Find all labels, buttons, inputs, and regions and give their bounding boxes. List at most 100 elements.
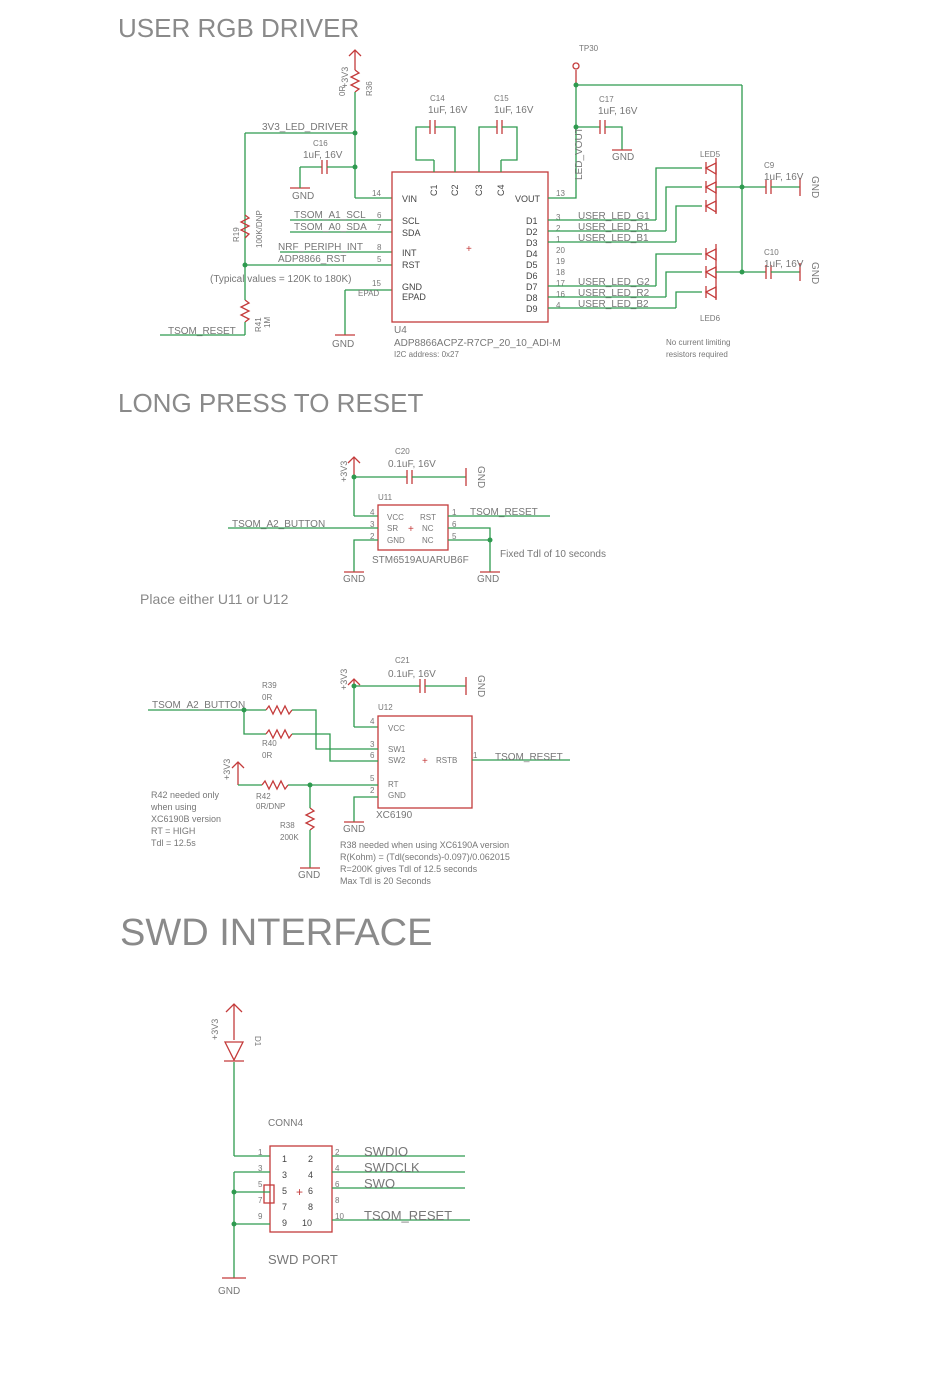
u4-pin-scl-num: 6 — [377, 211, 382, 220]
note-r42-line4: RT = HIGH — [151, 826, 195, 836]
net-tsom-a1-scl: TSOM_A1_SCL — [294, 210, 366, 221]
u4-pin-d9-num: 4 — [556, 301, 561, 310]
conn4-pin5: 5 — [282, 1186, 287, 1196]
note-r38-line3: R=200K gives Tdl of 12.5 seconds — [340, 864, 478, 874]
note-r38-line4: Max Tdl is 20 Seconds — [340, 876, 431, 886]
u11-pin3-num: 3 — [370, 520, 375, 529]
u4-pin-epad: EPAD — [402, 292, 426, 302]
net-adp8866-rst: ADP8866_RST — [278, 254, 346, 265]
c17-label: C17 — [599, 95, 614, 104]
c16-value: 1uF, 16V — [303, 150, 343, 161]
u4-pin-d3: D3 — [526, 238, 538, 248]
r19-value: 100K/DNP — [255, 210, 264, 248]
conn4-pin7-num: 7 — [258, 1196, 263, 1205]
gnd-c17: GND — [612, 152, 634, 163]
u4-pin-d6-num: 18 — [556, 268, 565, 277]
reset-circuit-u11: +3V3 GND C20 0.1uF, 16V U11 4 VCC 3 SR 2… — [140, 447, 606, 607]
rgb-driver-circuit: +3V3 R36 0R 3V3_LED_DRIVER C16 1uF, 16V … — [160, 44, 820, 359]
r38-value: 200K — [280, 833, 299, 842]
c15-label: C15 — [494, 94, 509, 103]
u4-pin-rst: RST — [402, 260, 421, 270]
conn4-pin8: 8 — [308, 1202, 313, 1212]
u4-i2c-address: I2C address: 0x27 — [394, 350, 459, 359]
u4-pin-d2-num: 2 — [556, 224, 561, 233]
u4-pin-scl: SCL — [402, 216, 420, 226]
conn4-pin10: 10 — [302, 1218, 312, 1228]
c21-label: C21 — [395, 656, 410, 665]
conn4-connector — [269, 1145, 333, 1233]
conn4-pin1-num: 1 — [258, 1148, 263, 1157]
u11-pin1-num: 1 — [452, 508, 457, 517]
vcc-u12: +3V3 — [339, 669, 349, 690]
conn4-pin6: 6 — [308, 1186, 313, 1196]
note-r38-line2: R(Kohm) = (Tdl(seconds)-0.097)/0.062015 — [340, 852, 510, 862]
net-tsom-reset-u11: TSOM_RESET — [470, 507, 538, 518]
led5-label: LED5 — [700, 150, 721, 159]
u4-pin-c1: C1 — [429, 184, 439, 196]
net-3v3-led-driver: 3V3_LED_DRIVER — [262, 122, 348, 133]
u4-pin-d5: D5 — [526, 260, 538, 270]
net-swdio: SWDIO — [364, 1144, 408, 1159]
net-tsom-a2-button-u12: TSOM_A2_BUTTON — [152, 700, 245, 711]
u11-pin-vcc: VCC — [387, 513, 404, 522]
typical-values-note: (Typical values = 120K to 180K) — [210, 274, 351, 285]
conn4-pin9: 9 — [282, 1218, 287, 1228]
d1-diode — [223, 1041, 245, 1062]
u4-pin-c2: C2 — [450, 184, 460, 196]
net-tsom-a2-button-u11: TSOM_A2_BUTTON — [232, 519, 325, 530]
u4-pin-d1: D1 — [526, 216, 538, 226]
conn4-pin2-num: 2 — [335, 1148, 340, 1157]
note-r38-line1: R38 needed when using XC6190A version — [340, 840, 509, 850]
section-title-swd: SWD INTERFACE — [120, 912, 432, 954]
c17-value: 1uF, 16V — [598, 106, 638, 117]
vcc-label: +3V3 — [340, 67, 350, 88]
conn4-pin10-num: 10 — [335, 1212, 344, 1221]
swd-circuit: +3V3 D1 CONN4 1 3 5 7 9 1 3 5 7 9 2 4 6 … — [210, 1003, 470, 1297]
u12-pin3-num: 3 — [370, 740, 375, 749]
section-title-rgb: USER RGB DRIVER — [118, 13, 359, 43]
u4-pin-d2: D2 — [526, 227, 538, 237]
gnd-u11-left: GND — [343, 574, 365, 585]
conn4-pin6-num: 6 — [335, 1180, 340, 1189]
led6-label: LED6 — [700, 314, 721, 323]
r36-value: 0R — [338, 86, 347, 96]
u12-pin-rstb: RSTB — [436, 756, 457, 765]
net-tsom-a0-sda: TSOM_A0_SDA — [294, 222, 367, 233]
note-place-either: Place either U11 or U12 — [140, 591, 289, 607]
u4-name: U4 — [394, 325, 407, 336]
u4-pin-d7-num: 17 — [556, 279, 565, 288]
conn4-pin1: 1 — [282, 1154, 287, 1164]
c10-label: C10 — [764, 248, 779, 257]
r40-label: R40 — [262, 739, 277, 748]
note-r42-line1: R42 needed only — [151, 790, 220, 800]
u12-pin-sw2: SW2 — [388, 756, 406, 765]
u12-part: XC6190 — [376, 810, 413, 821]
conn4-pin4: 4 — [308, 1170, 313, 1180]
gnd-c16: GND — [292, 191, 314, 202]
u12-pin-gnd: GND — [388, 791, 406, 800]
u4-pin-d1-num: 3 — [556, 213, 561, 222]
u4-pin-d8-num: 16 — [556, 290, 565, 299]
c16-label: C16 — [313, 139, 328, 148]
u12-pin2-num: 2 — [370, 786, 375, 795]
net-user-led-g2: USER_LED_G2 — [578, 277, 650, 288]
r41-value: 1M — [263, 317, 272, 328]
u11-pin6-num: 6 — [452, 520, 457, 529]
u4-pin-d3-num: 1 — [556, 235, 561, 244]
conn4-pin3: 3 — [282, 1170, 287, 1180]
net-user-led-r1: USER_LED_R1 — [578, 222, 650, 233]
net-user-led-g1: USER_LED_G1 — [578, 211, 650, 222]
net-tsom-reset-swd: TSOM_RESET — [364, 1208, 452, 1223]
u4-pin-d9: D9 — [526, 304, 538, 314]
conn4-pin3-num: 3 — [258, 1164, 263, 1173]
u12-pin4-num: 4 — [370, 717, 375, 726]
conn4-pin2: 2 — [308, 1154, 313, 1164]
u11-pin-nc1: NC — [422, 524, 434, 533]
u4-pin-vout-num: 13 — [556, 189, 565, 198]
gnd-c21: GND — [475, 675, 486, 697]
net-swdclk: SWDCLK — [364, 1160, 420, 1175]
u11-name: U11 — [378, 493, 393, 502]
u11-pin-sr: SR — [387, 524, 398, 533]
svg-text:+: + — [296, 1185, 303, 1199]
